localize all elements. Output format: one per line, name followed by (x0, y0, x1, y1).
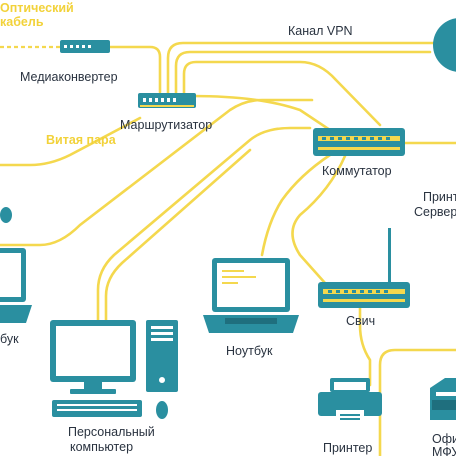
label-left-laptop: бук (0, 332, 19, 346)
label-vpn-channel: Канал VPN (288, 24, 353, 38)
label-commutator: Коммутатор (322, 164, 392, 178)
label-pc-2: компьютер (70, 440, 133, 454)
left-laptop-icon (0, 207, 32, 323)
label-router: Маршрутизатор (120, 118, 212, 132)
label-laptop: Ноутбук (226, 344, 273, 358)
label-print-server-1: Принт (423, 190, 456, 204)
label-twisted-pair: Витая пара (46, 133, 117, 147)
cable-commutator-laptop (260, 153, 332, 257)
label-media-converter: Медиаконвертер (20, 70, 118, 84)
label-office-mfp-1: Офи (432, 432, 456, 446)
label-office-mfp-2: МФУ (432, 445, 456, 456)
media-converter-icon (60, 40, 110, 53)
label-pc-1: Персональный (68, 425, 155, 439)
cable-to-pc-2 (104, 148, 252, 322)
cable-media-router (108, 45, 162, 94)
label-optical-cable-2: кабель (0, 15, 44, 29)
cable-to-pc-1 (96, 126, 312, 322)
cable-commutator-hub (291, 154, 347, 285)
cable-to-left-pc (0, 98, 314, 247)
printer-icon (318, 378, 382, 424)
commutator-icon (313, 128, 405, 156)
cable-hub-printer (358, 306, 372, 387)
label-printer: Принтер (323, 441, 372, 455)
label-optical-cable-1: Оптический (0, 1, 74, 15)
personal-computer-icon (50, 320, 178, 419)
hub-icon (318, 228, 410, 308)
router-icon (138, 93, 196, 108)
vpn-line-2 (174, 50, 432, 95)
twisted-pair-line (0, 116, 142, 167)
vpn-line-1 (166, 41, 442, 95)
cables (0, 41, 456, 456)
label-hub: Свич (346, 314, 375, 328)
internet-globe-icon (433, 18, 456, 72)
vpn-line-3 (182, 60, 382, 127)
laptop-icon (203, 258, 299, 333)
label-print-server-2: Сервер (414, 205, 456, 219)
cable-right-mfp (378, 348, 456, 456)
office-mfp-icon (430, 378, 456, 420)
